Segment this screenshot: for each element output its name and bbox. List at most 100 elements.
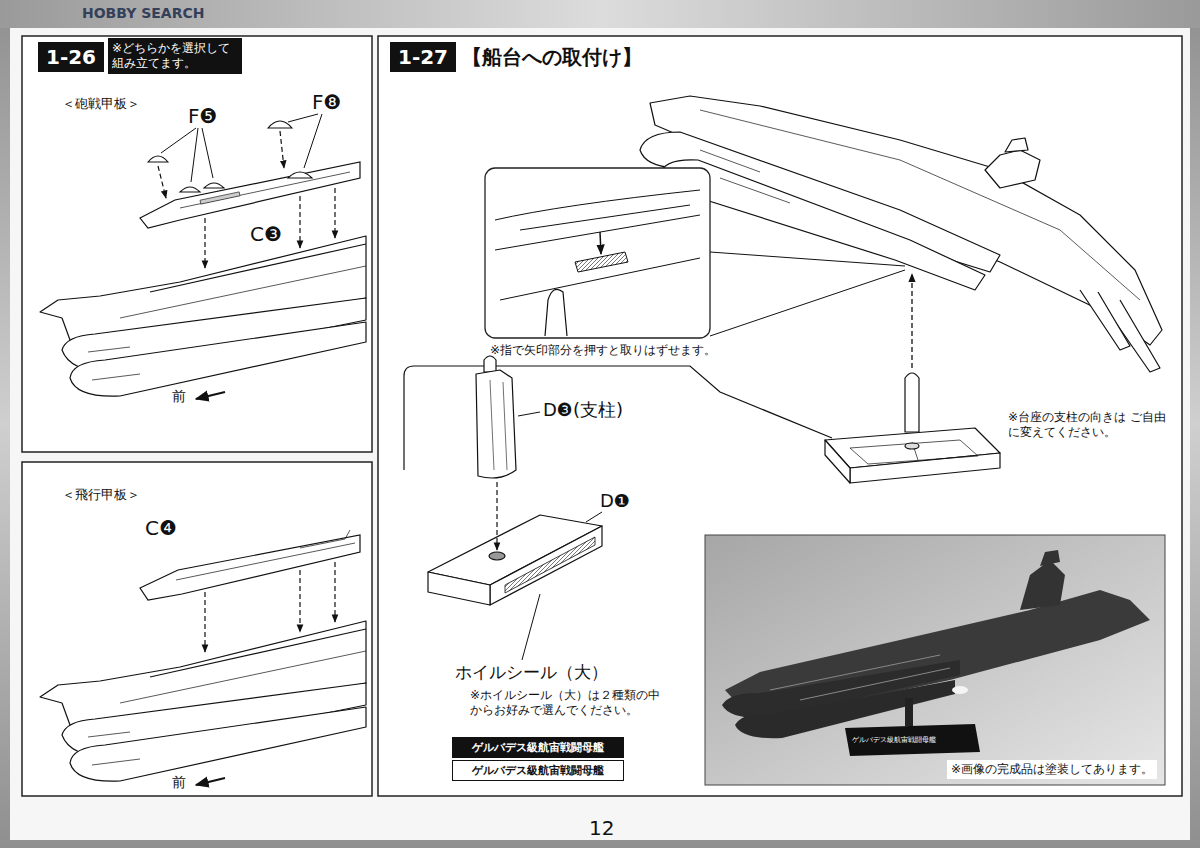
assembly-arrow [911,274,912,368]
finished-photo [845,724,980,756]
photo-caption: ※画像の完成品は塗装してあります。 [947,760,1157,779]
detail-inset [710,252,905,266]
ship-hull [700,150,790,203]
finished-photo [705,535,1165,785]
finished-photo [1040,550,1060,566]
finished-photo [705,535,1165,785]
stand-part [905,443,919,449]
step-title: 【船台への取付け】 [462,45,642,70]
detail-inset [600,232,601,254]
stand-part [490,380,507,470]
leader-line [161,114,322,182]
part-number: C❸ [250,222,282,247]
leader-line [586,512,602,522]
ship-hull [640,96,1162,372]
stand-part [489,552,505,560]
deck-plate [140,530,360,600]
assembly-arrow [299,196,300,248]
stand-part [905,373,919,432]
dome-part [288,172,312,178]
direction-label: 前 [172,388,186,406]
part-number: D❸(支柱) [543,399,623,422]
step-number-text: 1-26 [46,45,96,69]
ship-hull [1005,138,1028,152]
seal-text: ゲルバデス級航宙戦闘母艦 [472,763,604,778]
callout-bracket [404,366,832,470]
photo-panel: ※画像の完成品は塗装してあります。 [705,535,1165,785]
panel-frame [22,36,1182,796]
deck-plate [180,172,350,208]
variant-heading: ＜飛行甲板＞ [62,487,140,503]
part-number: C❹ [145,516,177,541]
note-text: ※ホイルシール（大）は２種類の中 からお好みで選んでください。 [470,688,675,718]
stand-part [850,453,1000,483]
assembly-arrow [204,218,205,268]
ship-hull [40,236,366,396]
deck-plate [176,543,355,580]
assembly-arrow [280,131,284,168]
finished-photo [1020,560,1065,610]
stand-part [490,526,602,605]
note-text: ※指で矢印部分を押すと取りはずせます。 [490,343,716,358]
leader-line [522,594,540,660]
detail-inset [710,270,905,336]
watermark: HOBBY SEARCH [82,5,204,23]
ship-hull [40,236,366,396]
panel-frame [22,462,372,796]
panel-frame [378,36,1182,796]
dome-part [148,121,312,192]
assembly-arrow [496,482,497,550]
leader-line [288,114,318,122]
assembly-arrow [299,570,300,632]
ship-hull [40,621,366,781]
page-ground [10,28,1190,840]
step-number-text: 1-27 [398,45,448,69]
detail-inset [545,289,567,336]
leader-line [202,128,213,178]
deck-plate [140,162,360,228]
dome-part [180,187,200,192]
stand-part [850,440,978,464]
stand-part [428,356,602,605]
detail-inset [485,168,905,338]
leader-line [191,128,198,182]
direction-arrow [196,392,225,399]
step-number: 1-27 [390,42,456,72]
stand-part [428,572,490,605]
deck-plate [300,530,350,548]
foil-seal: ゲルバデス級航宙戦闘母艦 [452,760,624,781]
deck-plate [140,535,360,600]
detail-inset [495,190,700,300]
stand-part [476,370,516,478]
ship-hull [1080,290,1130,350]
finished-photo [952,686,968,694]
dome-part [204,183,224,188]
stand-plate-text: ゲルバデス級航宙戦闘母艦 [852,736,936,745]
part-number: F❽ [312,90,341,115]
deck-plate [200,192,240,204]
page-number: 12 [589,816,614,841]
leader-line [518,412,540,416]
direction-label: 前 [172,774,186,792]
finished-photo [905,698,913,726]
assembly-arrow [204,592,205,652]
part-number: F❺ [188,104,217,129]
note-box: ※どちらかを選択して 組み立てます。 [108,38,242,74]
leader-line [161,128,196,153]
leader-line [518,412,602,660]
stand-part [505,537,595,593]
stand-part [484,356,496,372]
part-number: D❶ [600,490,630,513]
top-strip [0,0,1200,28]
assembly-arrow [334,562,335,622]
deck-plate [140,162,360,228]
step-number: 1-26 [38,42,104,72]
variant-heading: ＜砲戦甲板＞ [62,96,140,112]
foil-seal: ゲルバデス級航宙戦闘母艦 [452,737,624,758]
stand-part [825,373,1000,483]
assembly-arrow [158,166,166,198]
detail-inset [575,252,628,272]
assembly-arrow [158,131,335,268]
